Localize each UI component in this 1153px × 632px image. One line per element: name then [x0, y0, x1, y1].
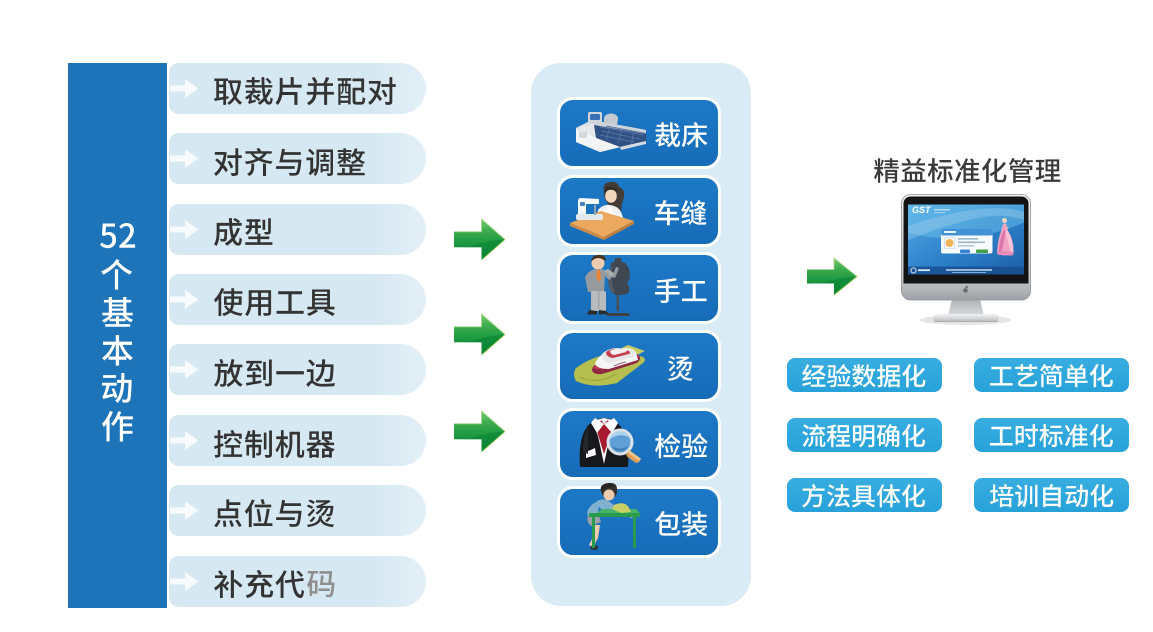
svg-text:GST: GST: [912, 205, 932, 215]
